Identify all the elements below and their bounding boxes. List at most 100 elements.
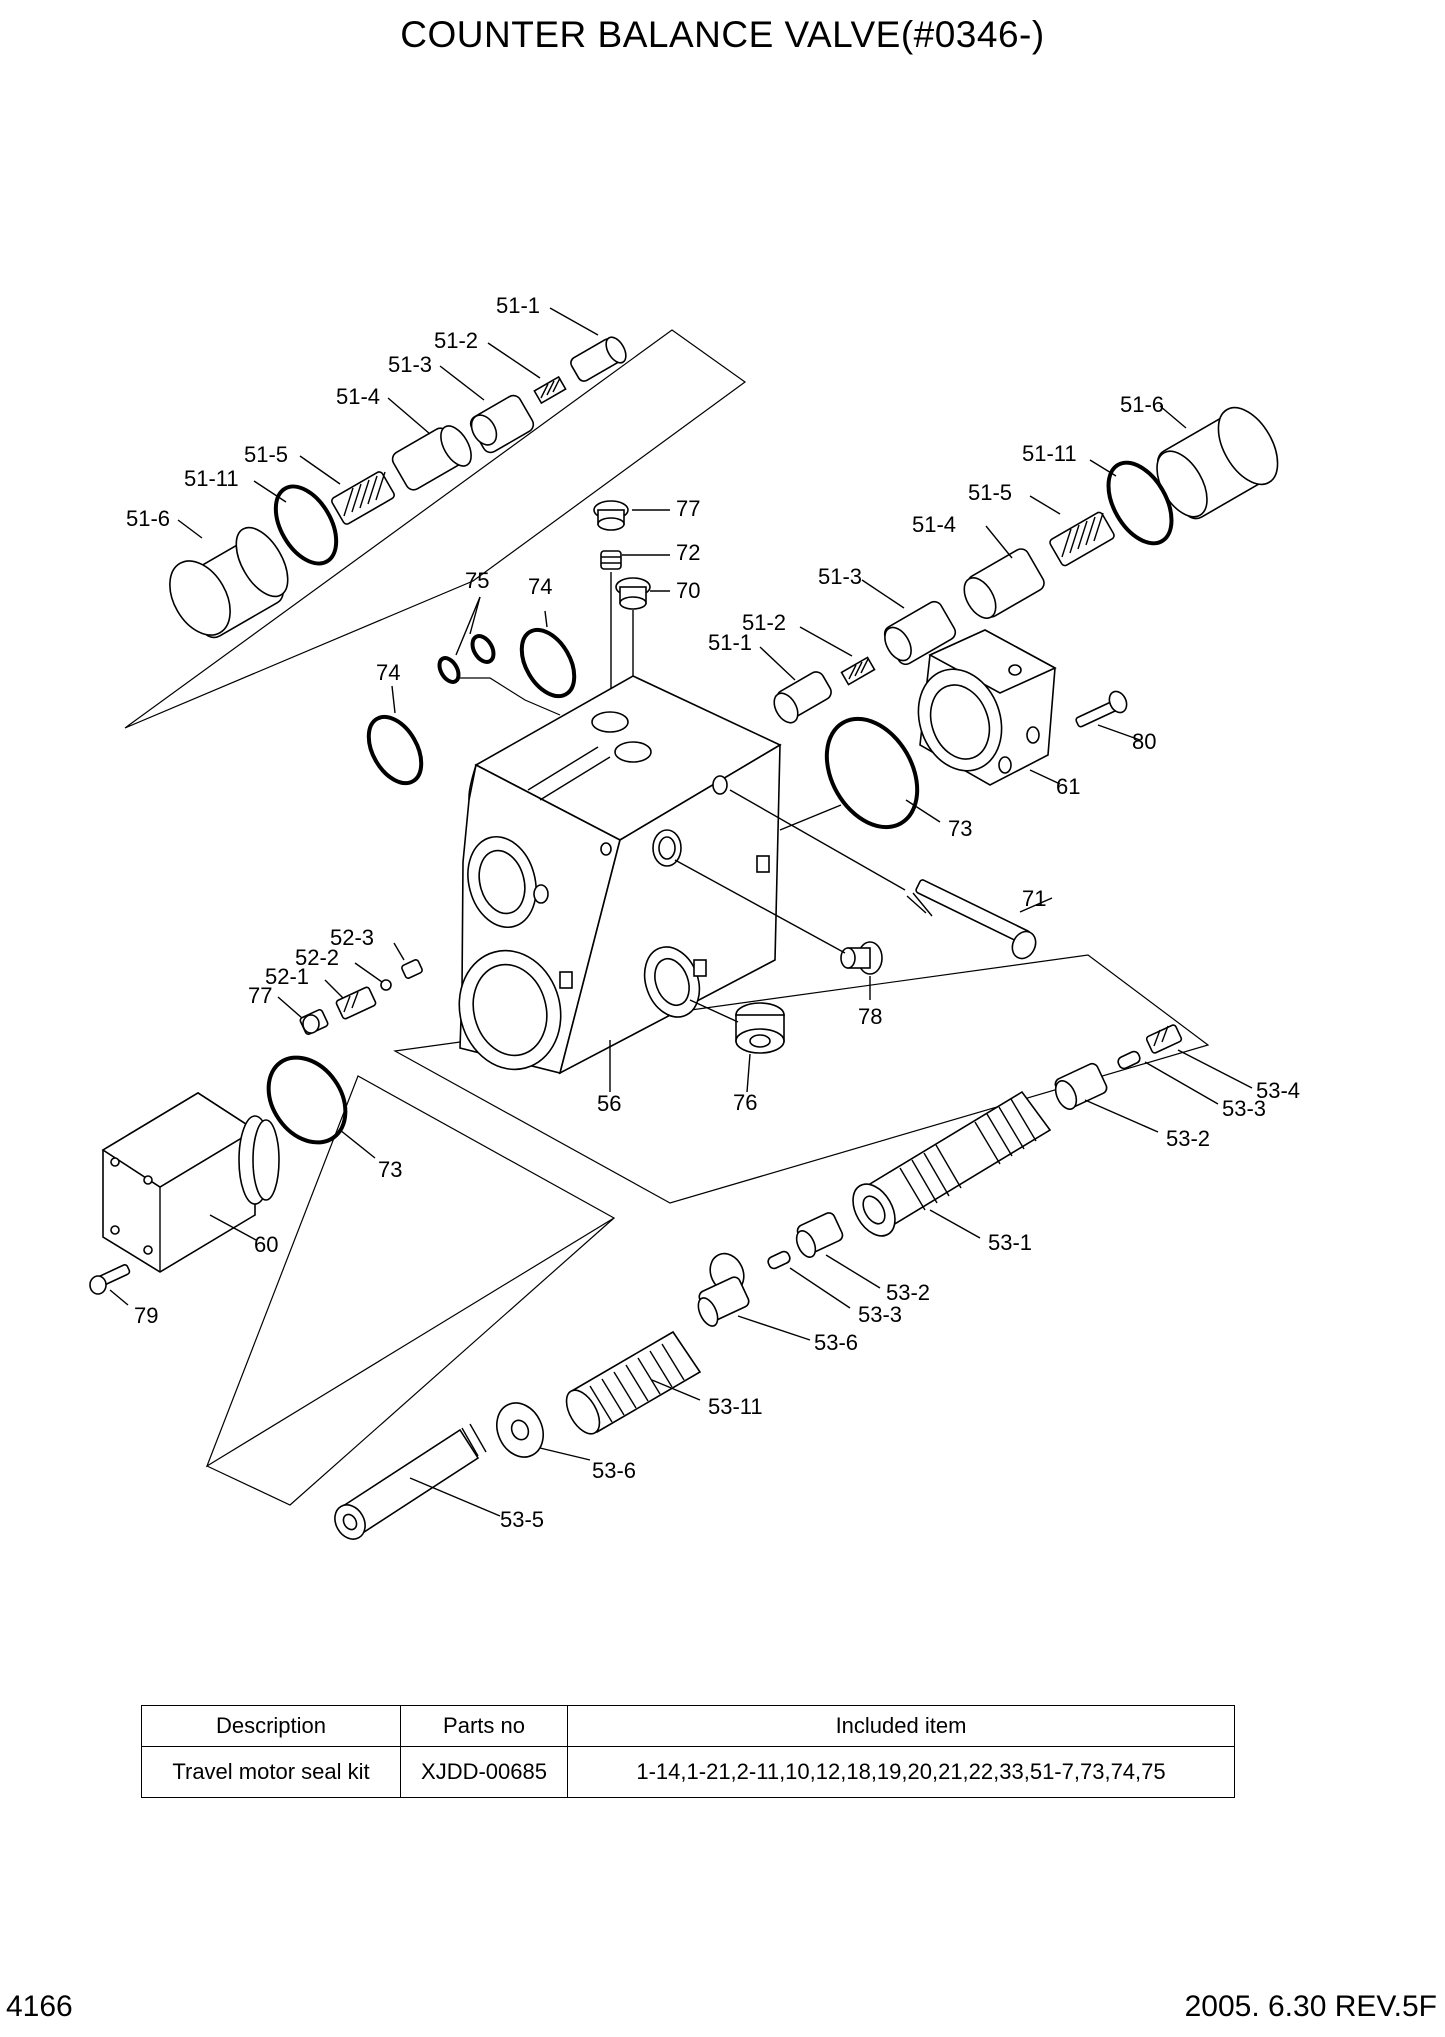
callout-51-6-upper: 51-6	[126, 506, 170, 531]
callout-79: 79	[134, 1303, 158, 1328]
part-51-2-upper	[533, 375, 567, 405]
part-76-plug	[735, 1002, 785, 1054]
page-number: 4166	[6, 1990, 73, 2023]
callout-53-3-lower: 53-3	[858, 1302, 902, 1327]
callout-53-2-upper: 53-2	[1166, 1126, 1210, 1151]
part-51-3-right	[883, 600, 957, 666]
table-header-description: Description	[141, 1705, 401, 1747]
part-53-2-upper	[1054, 1062, 1108, 1110]
callout-51-2-right: 51-2	[742, 610, 786, 635]
part-73-oring-left	[266, 1055, 348, 1145]
leader-75-74	[460, 677, 561, 716]
part-53-6-lower-seat	[496, 1402, 544, 1458]
callout-51-5-upper: 51-5	[244, 442, 288, 467]
table-cell-parts-no: XJDD-00685	[400, 1746, 568, 1798]
part-80-bolt	[1075, 690, 1128, 728]
leader-78-to-body	[674, 859, 846, 954]
callout-77-left: 77	[248, 983, 272, 1008]
callout-77-top: 77	[676, 496, 700, 521]
page-title: COUNTER BALANCE VALVE(#0346-)	[400, 14, 1045, 55]
table-header-parts-no: Parts no	[400, 1705, 568, 1747]
part-75-oring-b	[470, 634, 496, 664]
part-79-bolt	[89, 1264, 131, 1295]
leader-71-to-body	[729, 789, 906, 891]
lower-right-group-plane	[393, 954, 1210, 1204]
part-77-plug-left	[299, 1008, 329, 1036]
callout-53-6-upper: 53-6	[814, 1330, 858, 1355]
part-53-6-upper-seat	[697, 1252, 750, 1327]
callout-51-4-right: 51-4	[912, 512, 956, 537]
part-51-11-oring-right	[1106, 460, 1174, 546]
callout-51-1-upper: 51-1	[496, 293, 540, 318]
part-51-5-spring-right	[1049, 511, 1115, 567]
part-60-cover	[101, 1092, 280, 1273]
part-77-plug-top	[593, 500, 629, 531]
table-cell-description: Travel motor seal kit	[141, 1746, 401, 1798]
part-53-11-spring	[565, 1330, 702, 1435]
callout-74-upper: 74	[528, 574, 552, 599]
callout-51-5-right: 51-5	[968, 480, 1012, 505]
callout-52-1: 52-1	[265, 964, 309, 989]
plane-edge	[206, 1217, 615, 1506]
callout-74-left: 74	[376, 660, 400, 685]
part-53-1-spool-body	[852, 1090, 1052, 1237]
part-53-2-lower	[795, 1212, 844, 1258]
callout-51-3-right: 51-3	[818, 564, 862, 589]
callout-51-1-right: 51-1	[708, 630, 752, 655]
part-71-long-bolt	[906, 879, 1037, 960]
upper-cartridge-group-plane	[124, 329, 747, 729]
part-53-3-lower	[767, 1250, 791, 1270]
part-51-4-right	[963, 548, 1045, 619]
callout-80: 80	[1132, 729, 1156, 754]
part-73-oring-right	[824, 716, 920, 830]
callout-56: 56	[597, 1091, 621, 1116]
leader-lines	[109, 307, 1253, 1517]
callout-75: 75	[465, 568, 489, 593]
callout-73-right: 73	[948, 816, 972, 841]
revision-date: 2005. 6.30 REV.5F	[1184, 1990, 1437, 2023]
table-header-row: Description Parts no Included item	[141, 1705, 1235, 1747]
part-51-6-plug-right	[1156, 406, 1279, 520]
lower-left-group-plane	[205, 1075, 616, 1468]
callout-73-left: 73	[378, 1157, 402, 1182]
part-53-3-upper	[1117, 1050, 1141, 1070]
callout-52-2: 52-2	[295, 945, 339, 970]
callout-51-6-right: 51-6	[1120, 392, 1164, 417]
callout-76: 76	[733, 1090, 757, 1115]
table-cell-included-item: 1-14,1-21,2-11,10,12,18,19,20,21,22,33,5…	[567, 1746, 1235, 1798]
part-56-valve-body	[458, 675, 782, 1075]
callout-53-6-lower: 53-6	[592, 1458, 636, 1483]
callout-71: 71	[1022, 886, 1046, 911]
part-52-2-ball	[380, 979, 392, 991]
callout-51-11-upper: 51-11	[184, 466, 239, 491]
seal-kit-table: Description Parts no Included item Trave…	[141, 1705, 1235, 1798]
part-70-plug	[615, 577, 651, 610]
callout-53-2-lower: 53-2	[886, 1280, 930, 1305]
part-51-11-oring-upper	[273, 484, 339, 566]
leader-76-to-body	[689, 999, 739, 1023]
part-51-1-upper	[570, 336, 627, 382]
callout-51-2-upper: 51-2	[434, 328, 478, 353]
part-52-3	[401, 959, 423, 979]
part-51-5-spring-upper	[331, 471, 395, 525]
callout-53-4: 53-4	[1256, 1078, 1300, 1103]
callout-78: 78	[858, 1004, 882, 1029]
callout-51-4-upper: 51-4	[336, 384, 380, 409]
part-53-5-rod	[334, 1423, 487, 1540]
part-51-3-upper	[469, 394, 535, 454]
part-61-flange	[917, 629, 1057, 786]
callout-72: 72	[676, 540, 700, 565]
part-74-oring-b	[366, 714, 424, 786]
callout-61: 61	[1056, 774, 1080, 799]
table-row: Travel motor seal kit XJDD-00685 1-14,1-…	[141, 1746, 1235, 1798]
callout-53-5: 53-5	[500, 1507, 544, 1532]
callout-53-11: 53-11	[708, 1394, 763, 1419]
part-72-screw	[600, 550, 622, 570]
callout-60: 60	[254, 1232, 278, 1257]
callout-labels: 51-1 51-2 51-3 51-4 51-5 51-11 51-6 51-6…	[126, 293, 1300, 1532]
leader-73-to-body	[779, 804, 842, 831]
part-51-6-plug-upper	[169, 526, 289, 639]
part-74-oring-a	[519, 627, 577, 699]
part-51-1-right	[773, 671, 832, 724]
